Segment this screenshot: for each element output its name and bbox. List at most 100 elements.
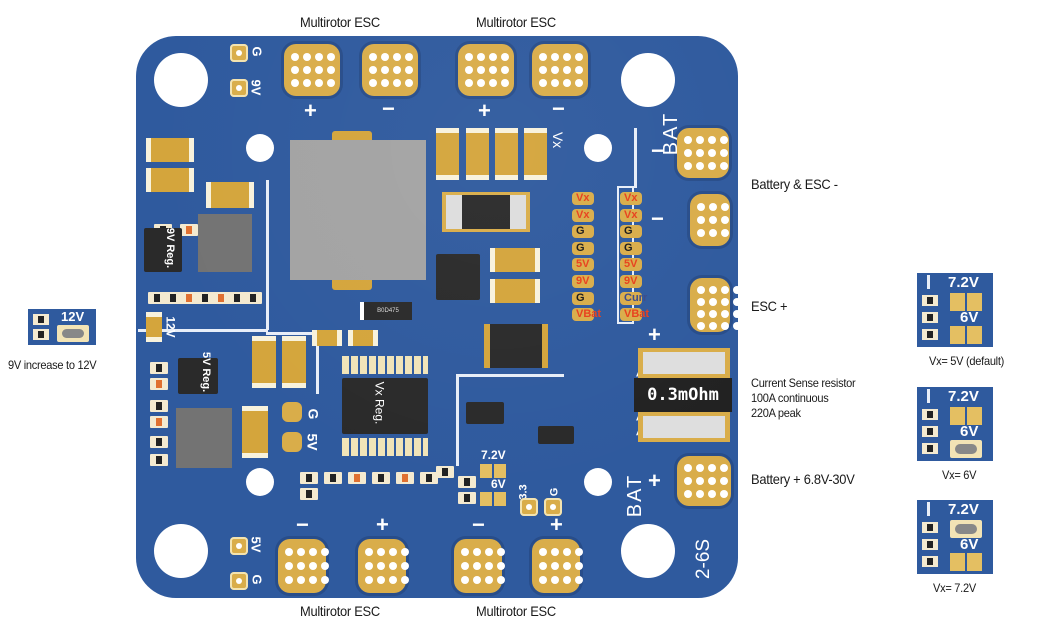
capacitor <box>490 248 540 272</box>
silk-bottom-plus-1: + <box>376 512 389 537</box>
header-pin-right-1[interactable]: Vx <box>620 208 642 222</box>
header-pin-left-6[interactable]: G <box>572 291 594 305</box>
silk-right-plus-2: + <box>648 468 661 493</box>
mounting-hole <box>621 53 675 107</box>
header-pin-left-7[interactable]: VBat <box>572 308 601 322</box>
resistor <box>196 292 214 304</box>
current-sense-resistor: 0.3mOhm <box>634 348 732 442</box>
header-pin-right-5[interactable]: 9V <box>620 275 642 288</box>
silk-6v: 6V <box>960 423 979 440</box>
header-pin-left-1[interactable]: Vx <box>572 208 594 222</box>
pad-g-bottom[interactable] <box>230 572 248 590</box>
capacitor <box>206 182 254 208</box>
caption-vx-6v: Vx= 6V <box>942 468 977 482</box>
pad-battery-minus-1[interactable] <box>677 128 729 178</box>
solder-bridge-72v <box>950 520 982 538</box>
ic-pins-bottom <box>342 438 428 456</box>
pad-5v-bottom[interactable] <box>230 537 248 555</box>
resistor <box>420 472 438 484</box>
via-hole <box>246 134 274 162</box>
header-pin-left-2[interactable]: G <box>572 225 594 239</box>
resistor <box>228 292 246 304</box>
label-battery-esc-minus: Battery & ESC - <box>751 176 838 192</box>
silk-g-bottom: G <box>249 574 265 585</box>
header-pin-right-6[interactable]: Curr <box>620 291 647 305</box>
capacitor <box>466 128 489 180</box>
silk-5v-reg: 5V Reg. <box>200 351 213 393</box>
header-pin-left-0[interactable]: Vx <box>572 192 594 205</box>
caption-vx-5v: Vx= 5V (default) <box>929 354 1005 368</box>
resistor <box>458 492 476 504</box>
silk-72v: 7.2V <box>948 501 979 518</box>
esc-pad-top-2-minus[interactable] <box>532 44 588 96</box>
silk-5v-bottom: 5V <box>248 536 264 553</box>
silk-jumper-72v: 7.2V <box>481 448 506 462</box>
capacitor <box>146 138 194 162</box>
header-pin-left-5[interactable]: 9V <box>572 275 594 288</box>
esc-pad-bottom-2-plus[interactable] <box>532 539 583 593</box>
inset-vx-6v: 7.2V 6V <box>917 387 993 461</box>
silk-12v: 12V <box>163 316 178 338</box>
caption-vx-72v: Vx= 7.2V <box>933 581 976 595</box>
header-pin-right-3[interactable]: G <box>620 241 642 255</box>
inset-vx-72v: 7.2V 6V <box>917 500 993 574</box>
resistor <box>150 436 168 448</box>
resistor <box>212 292 230 304</box>
mounting-hole <box>621 524 675 578</box>
silk-bat-bottom: BAT <box>624 473 647 518</box>
silk-3v3: 3.3 <box>517 484 530 500</box>
pad-esc-plus[interactable] <box>690 278 738 332</box>
silk-g-small: G <box>548 487 561 497</box>
ic-pins-top <box>342 356 428 374</box>
shunt-label: 0.3mOhm <box>634 378 732 412</box>
resistor <box>436 466 454 478</box>
resistor <box>33 314 49 325</box>
solder-bridge <box>57 325 89 342</box>
esc-pad-top-2-plus[interactable] <box>458 44 514 96</box>
pad-battery-plus[interactable] <box>677 456 731 506</box>
small-ic <box>466 402 504 424</box>
capacitor <box>495 128 518 180</box>
resistor <box>180 224 198 236</box>
pad-g[interactable] <box>282 402 302 422</box>
header-pin-right-0[interactable]: Vx <box>620 192 642 205</box>
resistor <box>372 472 390 484</box>
resistor <box>324 472 342 484</box>
esc-pad-bottom-1-minus[interactable] <box>278 539 329 593</box>
header-outline <box>617 186 634 324</box>
pad-g-top[interactable] <box>230 44 248 62</box>
resistor <box>150 378 168 390</box>
label-current-sense-1: Current Sense resistor <box>751 376 856 390</box>
header-pin-left-3[interactable]: G <box>572 241 594 255</box>
pad-g-small[interactable] <box>544 498 562 516</box>
esc-pad-top-1-plus[interactable] <box>284 44 340 96</box>
pad-5v[interactable] <box>282 432 302 452</box>
silk-top-minus-2: − <box>552 96 565 121</box>
header-pin-left-4[interactable]: 5V <box>572 258 594 272</box>
via-hole <box>246 468 274 496</box>
resistor <box>396 472 414 484</box>
9v-regulator-chip <box>144 228 182 272</box>
header-pin-right-2[interactable]: G <box>620 225 642 239</box>
silk-12v: 12V <box>61 309 85 324</box>
resistor <box>458 476 476 488</box>
silk-top-plus-2: + <box>478 98 491 123</box>
5v-regulator-chip <box>178 358 218 394</box>
header-pin-right-7[interactable]: VBat <box>620 308 649 322</box>
header-pin-right-4[interactable]: 5V <box>620 258 642 272</box>
resistor <box>922 443 938 454</box>
silk-72v: 7.2V <box>948 388 979 405</box>
resistor <box>348 472 366 484</box>
esc-pad-bottom-2-minus[interactable] <box>454 539 505 593</box>
label-current-sense-2: 100A continuous <box>751 391 829 405</box>
label-esc-plus: ESC + <box>751 298 788 314</box>
jumper-12v <box>146 312 162 342</box>
pad-battery-minus-2[interactable] <box>690 194 730 246</box>
esc-pad-top-1-minus[interactable] <box>362 44 418 96</box>
esc-pad-bottom-1-plus[interactable] <box>358 539 409 593</box>
pad-3v3[interactable] <box>520 498 538 516</box>
capacitor <box>524 128 547 180</box>
pad-9v-top[interactable] <box>230 79 248 97</box>
silk-arrows: >>>>> <box>631 362 654 437</box>
silk-vx: Vx <box>550 131 567 149</box>
